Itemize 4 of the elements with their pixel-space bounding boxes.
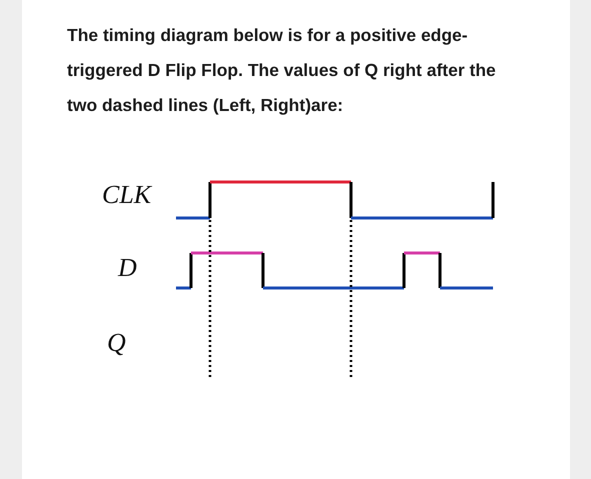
signal-name: CLK: [102, 182, 152, 208]
question-text: The timing diagram below is for a positive edge-triggered D Flip Flop. The values of Q right after the two dashed lines (Left, Right)are:: [67, 24, 497, 117]
signal-name: Q: [107, 330, 126, 356]
signal-name: D: [118, 255, 137, 281]
